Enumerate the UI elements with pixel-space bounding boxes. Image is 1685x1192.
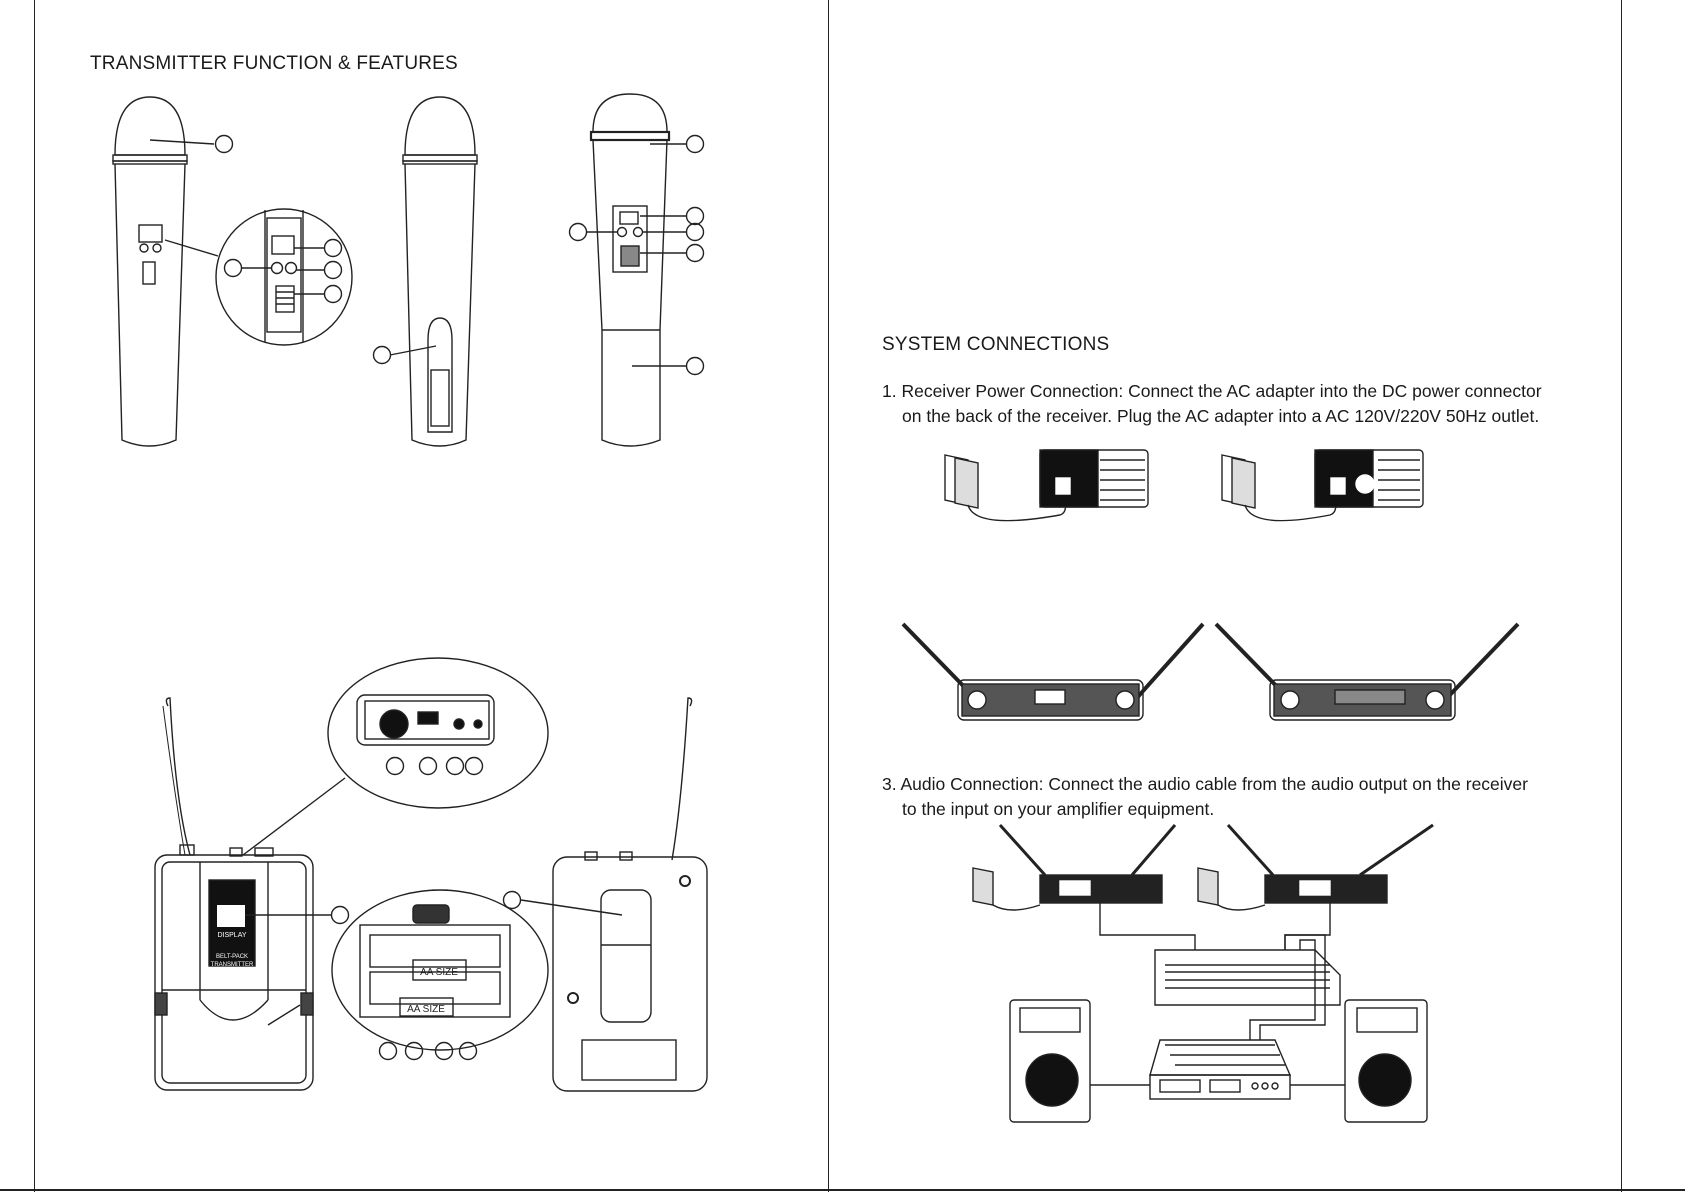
power-connection-diagram-1	[944, 449, 1149, 522]
step1-line2: on the back of the receiver. Plug the AC…	[902, 406, 1540, 426]
beltpack-label-1: BELT-PACK	[216, 954, 248, 960]
transmitter-heading: TRANSMITTER FUNCTION & FEATURES	[90, 53, 458, 74]
display-label: DISPLAY	[217, 932, 246, 939]
handheld-mic-front	[112, 96, 234, 447]
beltpack-front	[154, 697, 350, 1091]
handheld-mic-side	[568, 93, 705, 447]
step3-line2: to the input on your amplifier equipment…	[902, 799, 1215, 819]
beltpack-top-zoom	[327, 657, 549, 809]
right-page-border	[1621, 0, 1622, 1192]
beltpack-battery-zoom	[331, 889, 549, 1061]
battery-label-2: AA SIZE	[407, 1004, 445, 1015]
left-page-border	[34, 0, 35, 1192]
power-connection-diagram-2	[1221, 449, 1424, 522]
system-connections-heading: SYSTEM CONNECTIONS	[882, 334, 1110, 355]
mic-control-zoom-callout	[215, 208, 353, 346]
audio-connection-diagram	[972, 823, 1434, 1123]
receiver-front-1	[901, 622, 1205, 721]
page-divider	[828, 0, 829, 1192]
step1-line1: 1. Receiver Power Connection: Connect th…	[882, 381, 1542, 401]
battery-label-1: AA SIZE	[420, 967, 458, 978]
bottom-border	[0, 1189, 1685, 1191]
beltpack-label-2: TRANSMITTER	[211, 962, 254, 968]
handheld-mic-back	[372, 96, 478, 447]
beltpack-back	[502, 697, 708, 1092]
receiver-front-2	[1214, 622, 1520, 721]
step3-line1: 3. Audio Connection: Connect the audio c…	[882, 774, 1528, 794]
